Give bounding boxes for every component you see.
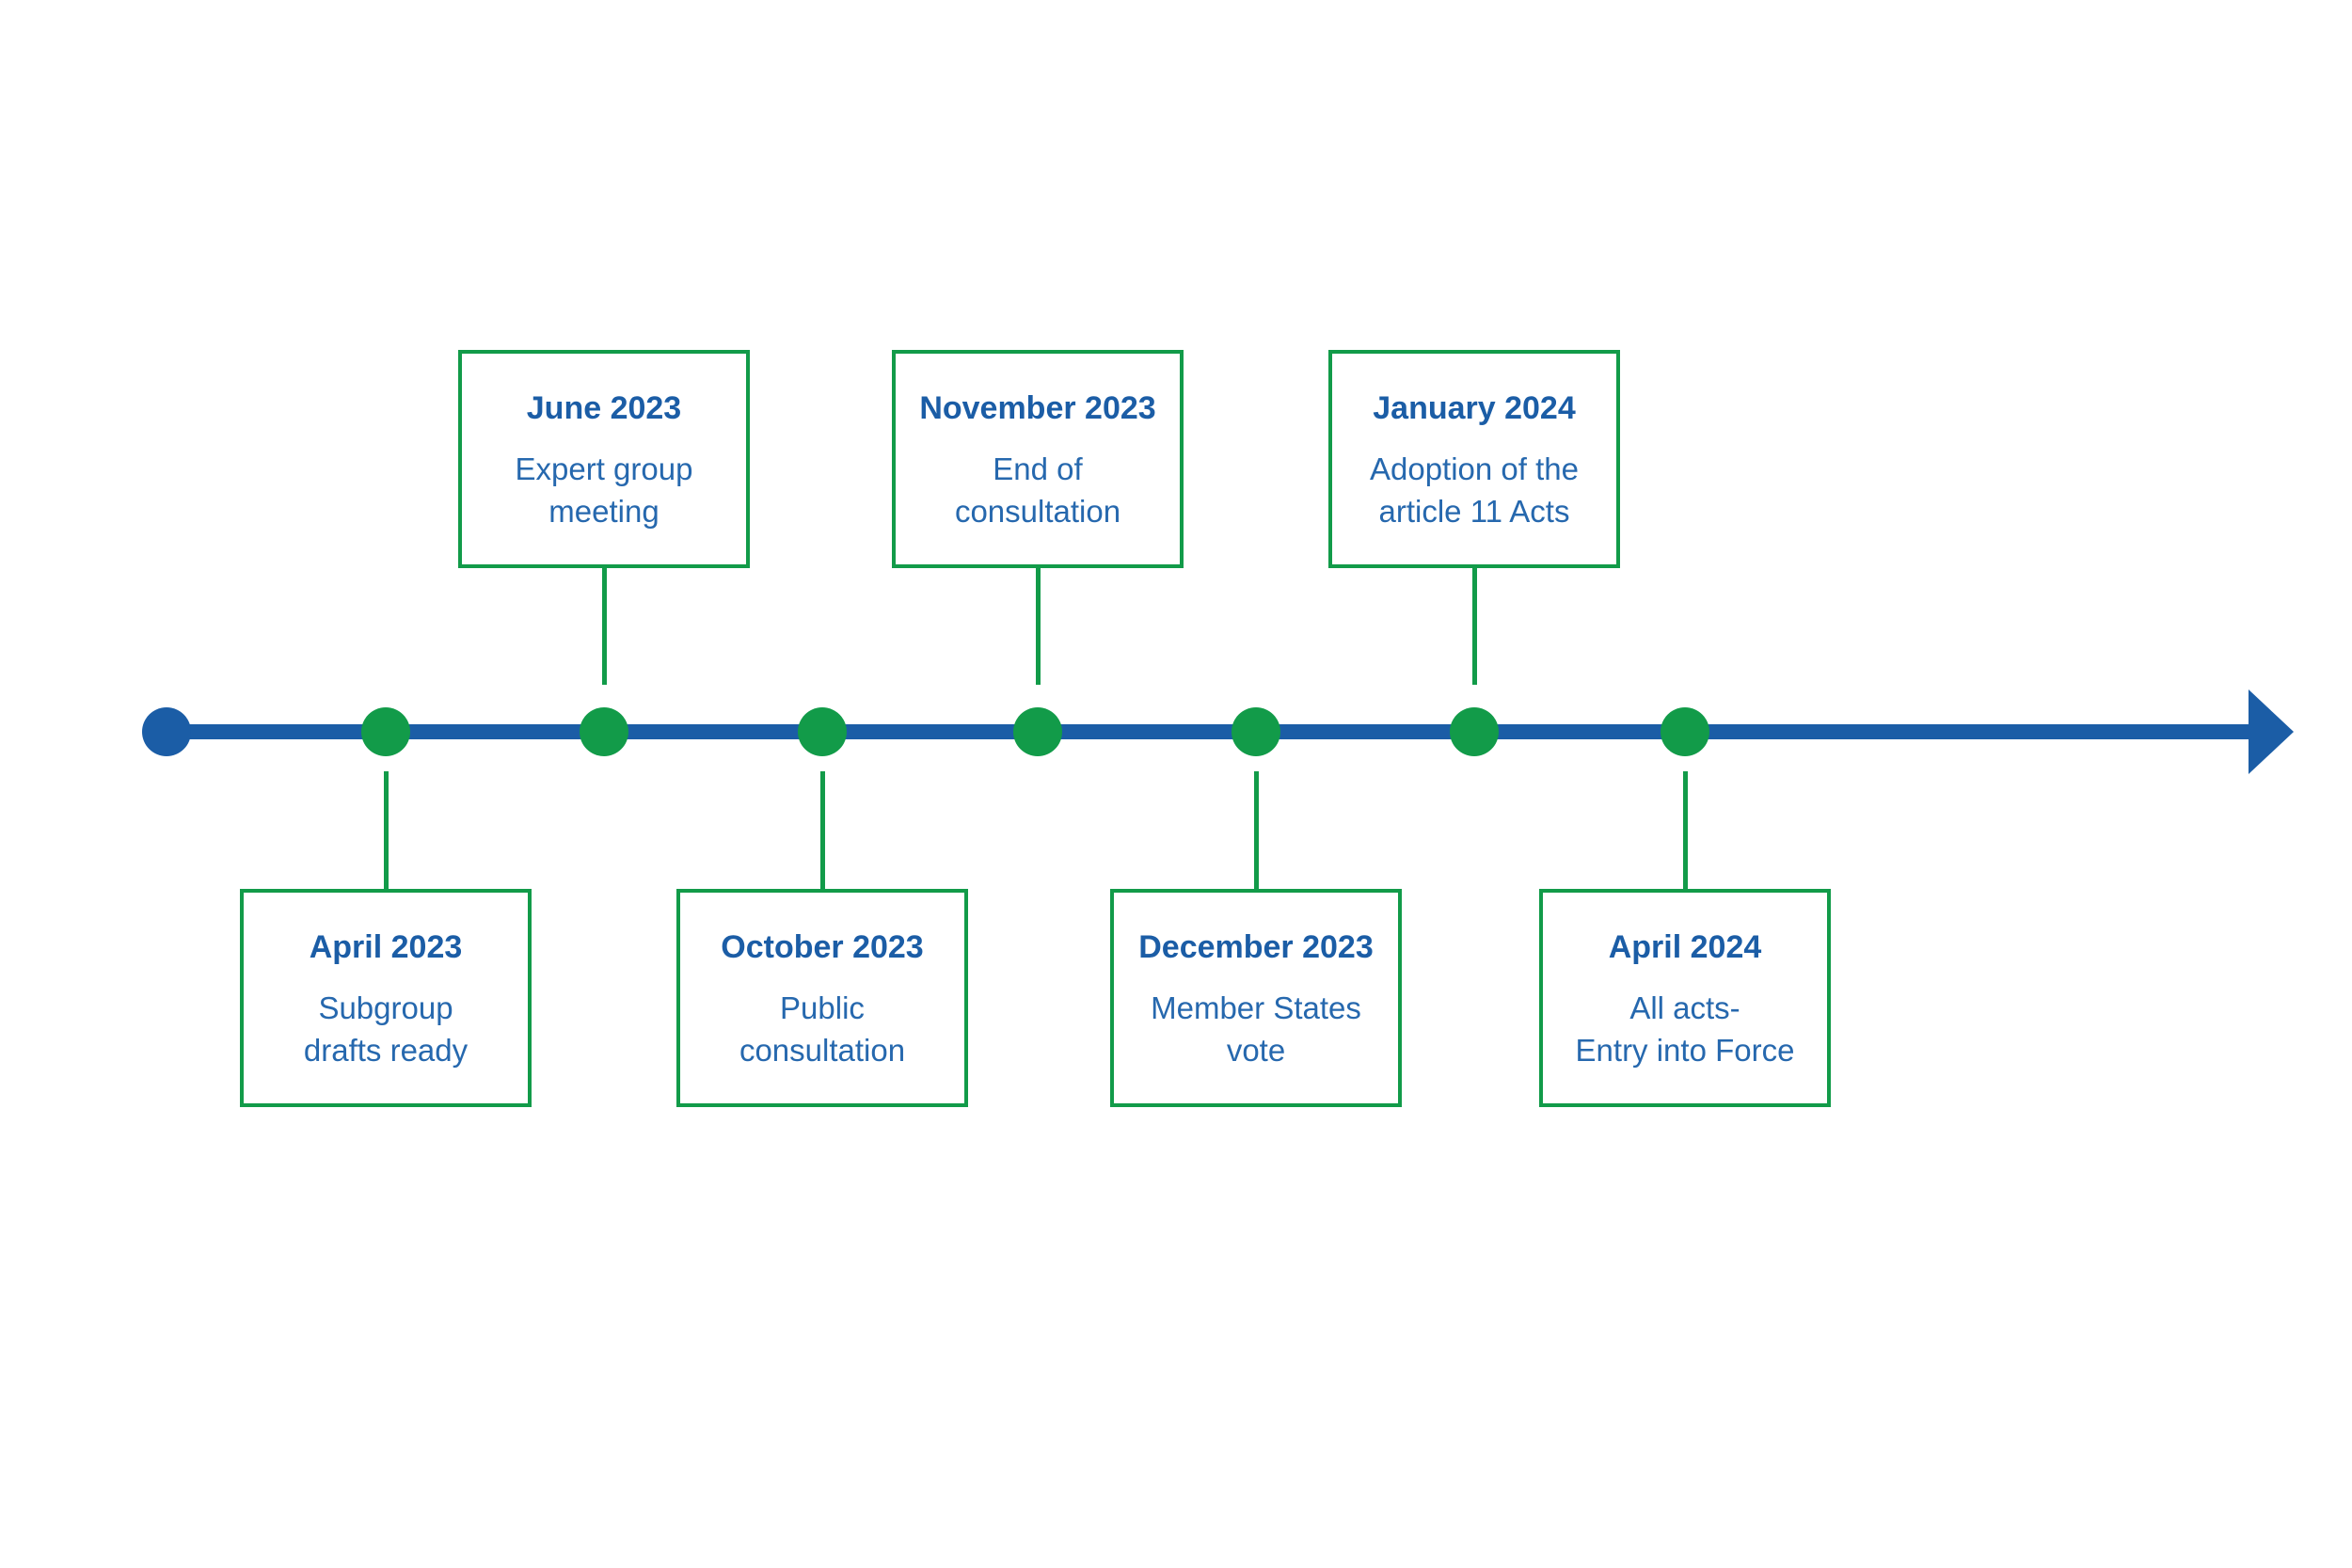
connector-line <box>1036 566 1041 685</box>
timeline-axis <box>167 724 2250 739</box>
event-description: All acts- Entry into Force <box>1543 987 1827 1071</box>
event-box-june-2023: June 2023 Expert group meeting <box>458 350 750 568</box>
event-description-line: End of <box>993 451 1083 486</box>
timeline-dot-october-2023 <box>798 707 847 756</box>
connector-line <box>1254 771 1259 889</box>
connector-line <box>384 771 389 889</box>
event-description: Adoption of the article 11 Acts <box>1332 448 1616 532</box>
connector-line <box>1472 566 1477 685</box>
event-date: November 2023 <box>919 390 1156 426</box>
event-description-line: consultation <box>739 1033 906 1068</box>
event-description-line: Member States <box>1151 990 1361 1025</box>
event-description-line: Adoption of the <box>1369 451 1579 486</box>
event-description: Expert group meeting <box>462 448 746 532</box>
event-description-line: drafts ready <box>303 1033 469 1068</box>
event-description: End of consultation <box>896 448 1180 532</box>
event-box-april-2023: April 2023 Subgroup drafts ready <box>240 889 532 1107</box>
event-date: October 2023 <box>721 929 924 965</box>
connector-line <box>820 771 825 889</box>
event-date: June 2023 <box>526 390 682 426</box>
timeline-dot-june-2023 <box>580 707 628 756</box>
event-description-line: article 11 Acts <box>1378 494 1570 529</box>
timeline-arrowhead-icon <box>2249 689 2294 774</box>
event-description: Public consultation <box>680 987 964 1071</box>
timeline-dot-january-2024 <box>1450 707 1499 756</box>
event-box-october-2023: October 2023 Public consultation <box>676 889 968 1107</box>
event-date: April 2024 <box>1608 929 1762 965</box>
event-description-line: Public <box>780 990 865 1025</box>
event-date: April 2023 <box>309 929 463 965</box>
timeline-dot-april-2024 <box>1661 707 1709 756</box>
event-box-november-2023: November 2023 End of consultation <box>892 350 1184 568</box>
event-date: January 2024 <box>1373 390 1576 426</box>
connector-line <box>1683 771 1688 889</box>
event-description-line: All acts- <box>1629 990 1740 1025</box>
event-description-line: vote <box>1226 1033 1286 1068</box>
event-description-line: Entry into Force <box>1575 1033 1795 1068</box>
event-box-january-2024: January 2024 Adoption of the article 11 … <box>1328 350 1620 568</box>
event-description-line: meeting <box>548 494 660 529</box>
event-description-line: Subgroup <box>318 990 453 1025</box>
timeline-dot-november-2023 <box>1013 707 1062 756</box>
event-date: December 2023 <box>1138 929 1374 965</box>
timeline-start-dot <box>142 707 191 756</box>
event-description-line: consultation <box>954 494 1121 529</box>
connector-line <box>602 566 607 685</box>
timeline-dot-april-2023 <box>361 707 410 756</box>
timeline-dot-december-2023 <box>1232 707 1280 756</box>
event-description: Member States vote <box>1114 987 1398 1071</box>
event-description-line: Expert group <box>515 451 693 486</box>
event-box-december-2023: December 2023 Member States vote <box>1110 889 1402 1107</box>
event-box-april-2024: April 2024 All acts- Entry into Force <box>1539 889 1831 1107</box>
event-description: Subgroup drafts ready <box>244 987 528 1071</box>
